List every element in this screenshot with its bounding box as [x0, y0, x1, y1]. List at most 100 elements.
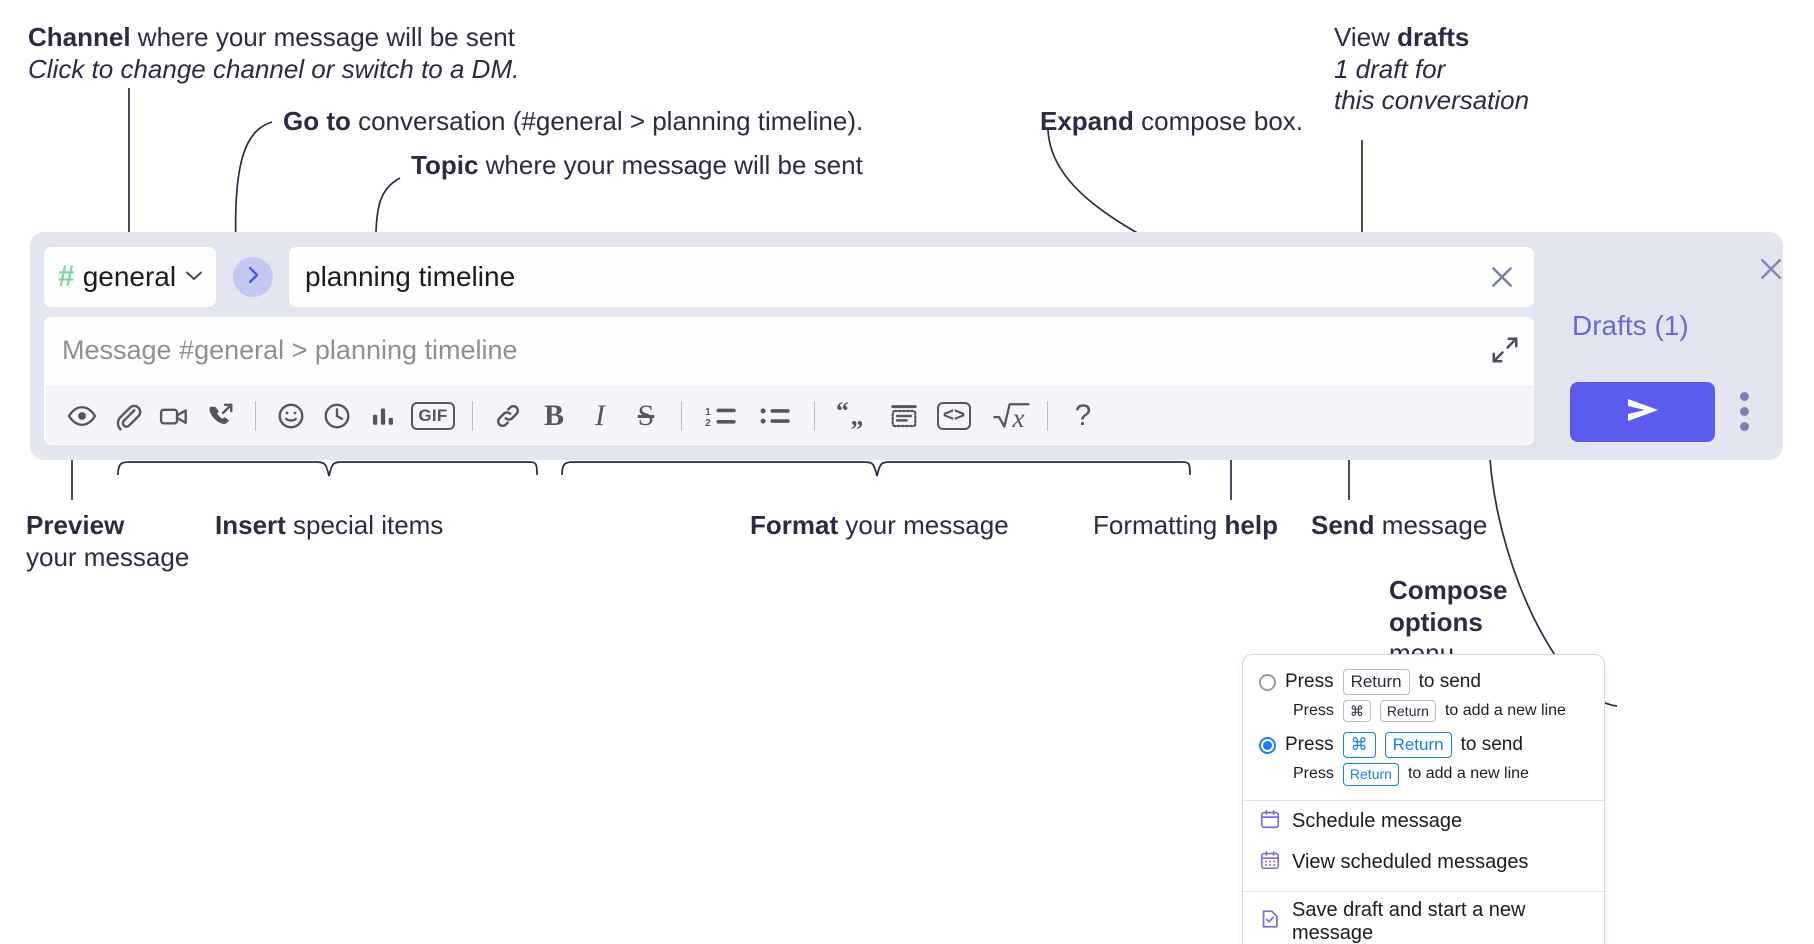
strikethrough-icon[interactable]: S	[623, 393, 669, 439]
annotation-drafts-italic1: 1 draft for	[1334, 53, 1446, 84]
ordered-list-icon[interactable]: 1 2	[694, 393, 748, 439]
annotation-drafts-italic2: this conversation	[1334, 85, 1530, 116]
option2-sub-key-return: Return	[1342, 763, 1399, 786]
annotation-goto: Go to conversation (#general > planning …	[283, 106, 863, 138]
close-panel-button[interactable]	[1756, 254, 1786, 289]
gif-icon[interactable]: GIF	[406, 393, 460, 439]
inline-code-icon[interactable]: <>	[927, 393, 981, 439]
send-option-cmd-return-sub: Press Return to add a new line	[1243, 762, 1604, 791]
annotation-formatting-help: Formatting help	[1093, 510, 1278, 542]
bold-label: B	[543, 398, 564, 432]
compose-options-menu: Press Return to send Press ⌘ Return to a…	[1242, 654, 1605, 944]
option1-sub-key-return: Return	[1379, 700, 1436, 723]
svg-text:1: 1	[705, 406, 711, 417]
option1-sub-key-cmd: ⌘	[1342, 700, 1371, 723]
radio-selected-icon[interactable]	[1259, 736, 1276, 754]
channel-selector[interactable]: # general	[43, 246, 217, 308]
chevron-down-icon	[184, 267, 204, 287]
audio-clip-icon[interactable]	[197, 393, 243, 439]
math-icon[interactable]: x	[981, 393, 1035, 439]
inline-code-glyph: <>	[936, 401, 972, 430]
menu-item-save-draft-label: Save draft and start a new message	[1292, 898, 1526, 944]
chevron-right-icon	[246, 264, 260, 291]
expand-compose-icon[interactable]	[1490, 335, 1520, 370]
annotation-expand: Expand compose box.	[1040, 106, 1303, 138]
link-icon[interactable]	[485, 393, 531, 439]
option2-sub-tail: to add a new line	[1407, 765, 1529, 783]
send-option-return[interactable]: Press Return to send	[1243, 665, 1604, 699]
option2-key-return: Return	[1384, 732, 1452, 759]
channel-name: general	[82, 261, 177, 292]
svg-text:2: 2	[705, 418, 711, 429]
channel-topic-row: # general planning timeline	[43, 246, 1535, 308]
video-clip-icon[interactable]	[151, 393, 197, 439]
annotation-format: Format your message	[750, 510, 1009, 542]
annotation-goto-bold: Go to	[283, 106, 351, 136]
blockquote-icon[interactable]: “ „	[827, 393, 881, 439]
drafts-link[interactable]: Drafts (1)	[1572, 310, 1689, 341]
kebab-dot	[1740, 422, 1749, 431]
annotation-channel: Channel where your message will be sent …	[28, 22, 519, 85]
clear-topic-icon[interactable]	[1486, 261, 1518, 293]
clock-icon[interactable]	[314, 393, 360, 439]
send-option-cmd-return[interactable]: Press ⌘ Return to send	[1243, 728, 1604, 762]
annotation-preview: Preview your message	[26, 510, 189, 573]
annotation-format-rest: your message	[838, 510, 1009, 540]
toolbar-separator	[1047, 400, 1048, 431]
goto-conversation-button[interactable]	[233, 257, 273, 297]
radio-unselected-icon[interactable]	[1259, 673, 1276, 691]
menu-item-schedule-message[interactable]: Schedule message	[1243, 801, 1604, 842]
preview-icon[interactable]	[59, 393, 105, 439]
message-input-placeholder[interactable]: Message #general > planning timeline	[62, 335, 518, 365]
send-button[interactable]	[1570, 382, 1715, 442]
annotation-preview-rest: your message	[26, 541, 190, 572]
save-draft-icon	[1259, 908, 1281, 935]
svg-text:„: „	[851, 402, 864, 431]
toolbar-separator	[814, 400, 815, 431]
annotation-channel-italic: Click to change channel or switch to a D…	[28, 53, 520, 84]
gif-label: GIF	[411, 401, 455, 430]
attachment-icon[interactable]	[105, 393, 151, 439]
compose-options-button[interactable]	[1740, 392, 1749, 431]
menu-divider	[1243, 890, 1604, 892]
annotation-expand-rest: compose box.	[1133, 106, 1304, 136]
italic-icon[interactable]: I	[577, 393, 623, 439]
option2-press: Press	[1285, 734, 1334, 756]
annotation-send-rest: message	[1374, 510, 1488, 540]
annotation-drafts-plain: View	[1334, 22, 1398, 52]
bold-icon[interactable]: B	[531, 393, 577, 439]
annotation-topic: Topic where your message will be sent	[411, 150, 863, 182]
poll-icon[interactable]	[360, 393, 406, 439]
compose-panel: # general planning timeline	[30, 232, 1783, 460]
strikethrough-label: S	[637, 398, 655, 432]
code-block-icon[interactable]	[881, 393, 927, 439]
option1-press: Press	[1285, 671, 1334, 693]
annotation-send: Send message	[1311, 510, 1487, 542]
annotation-preview-bold: Preview	[26, 510, 125, 540]
calendar-grid-icon	[1259, 849, 1281, 876]
bulleted-list-icon[interactable]	[748, 393, 802, 439]
help-icon[interactable]: ?	[1060, 393, 1106, 439]
annotation-topic-bold: Topic	[411, 150, 479, 180]
menu-item-view-scheduled[interactable]: View scheduled messages	[1243, 842, 1604, 883]
annotation-compose-options: Compose options menu	[1389, 575, 1507, 670]
option2-tail: to send	[1460, 734, 1523, 756]
option2-key-cmd: ⌘	[1342, 732, 1376, 759]
svg-text:“: “	[836, 401, 849, 425]
emoji-icon[interactable]	[268, 393, 314, 439]
toolbar-separator	[255, 400, 256, 431]
annotation-channel-bold: Channel	[28, 22, 131, 52]
annotation-goto-rest: conversation (#general > planning timeli…	[350, 106, 864, 136]
annotation-format-bold: Format	[750, 510, 839, 540]
annotation-help-bold: help	[1224, 510, 1278, 540]
kebab-dot	[1740, 407, 1749, 416]
annotation-compose-bold2: options	[1389, 606, 1483, 637]
annotation-compose-bold1: Compose	[1389, 575, 1508, 605]
annotation-insert: Insert special items	[215, 510, 443, 542]
kebab-dot	[1740, 392, 1749, 401]
annotation-insert-bold: Insert	[215, 510, 286, 540]
menu-item-save-draft[interactable]: Save draft and start a new message	[1243, 892, 1604, 944]
topic-input[interactable]: planning timeline	[288, 246, 1535, 308]
annotation-channel-rest: where your message will be sent	[130, 22, 515, 52]
